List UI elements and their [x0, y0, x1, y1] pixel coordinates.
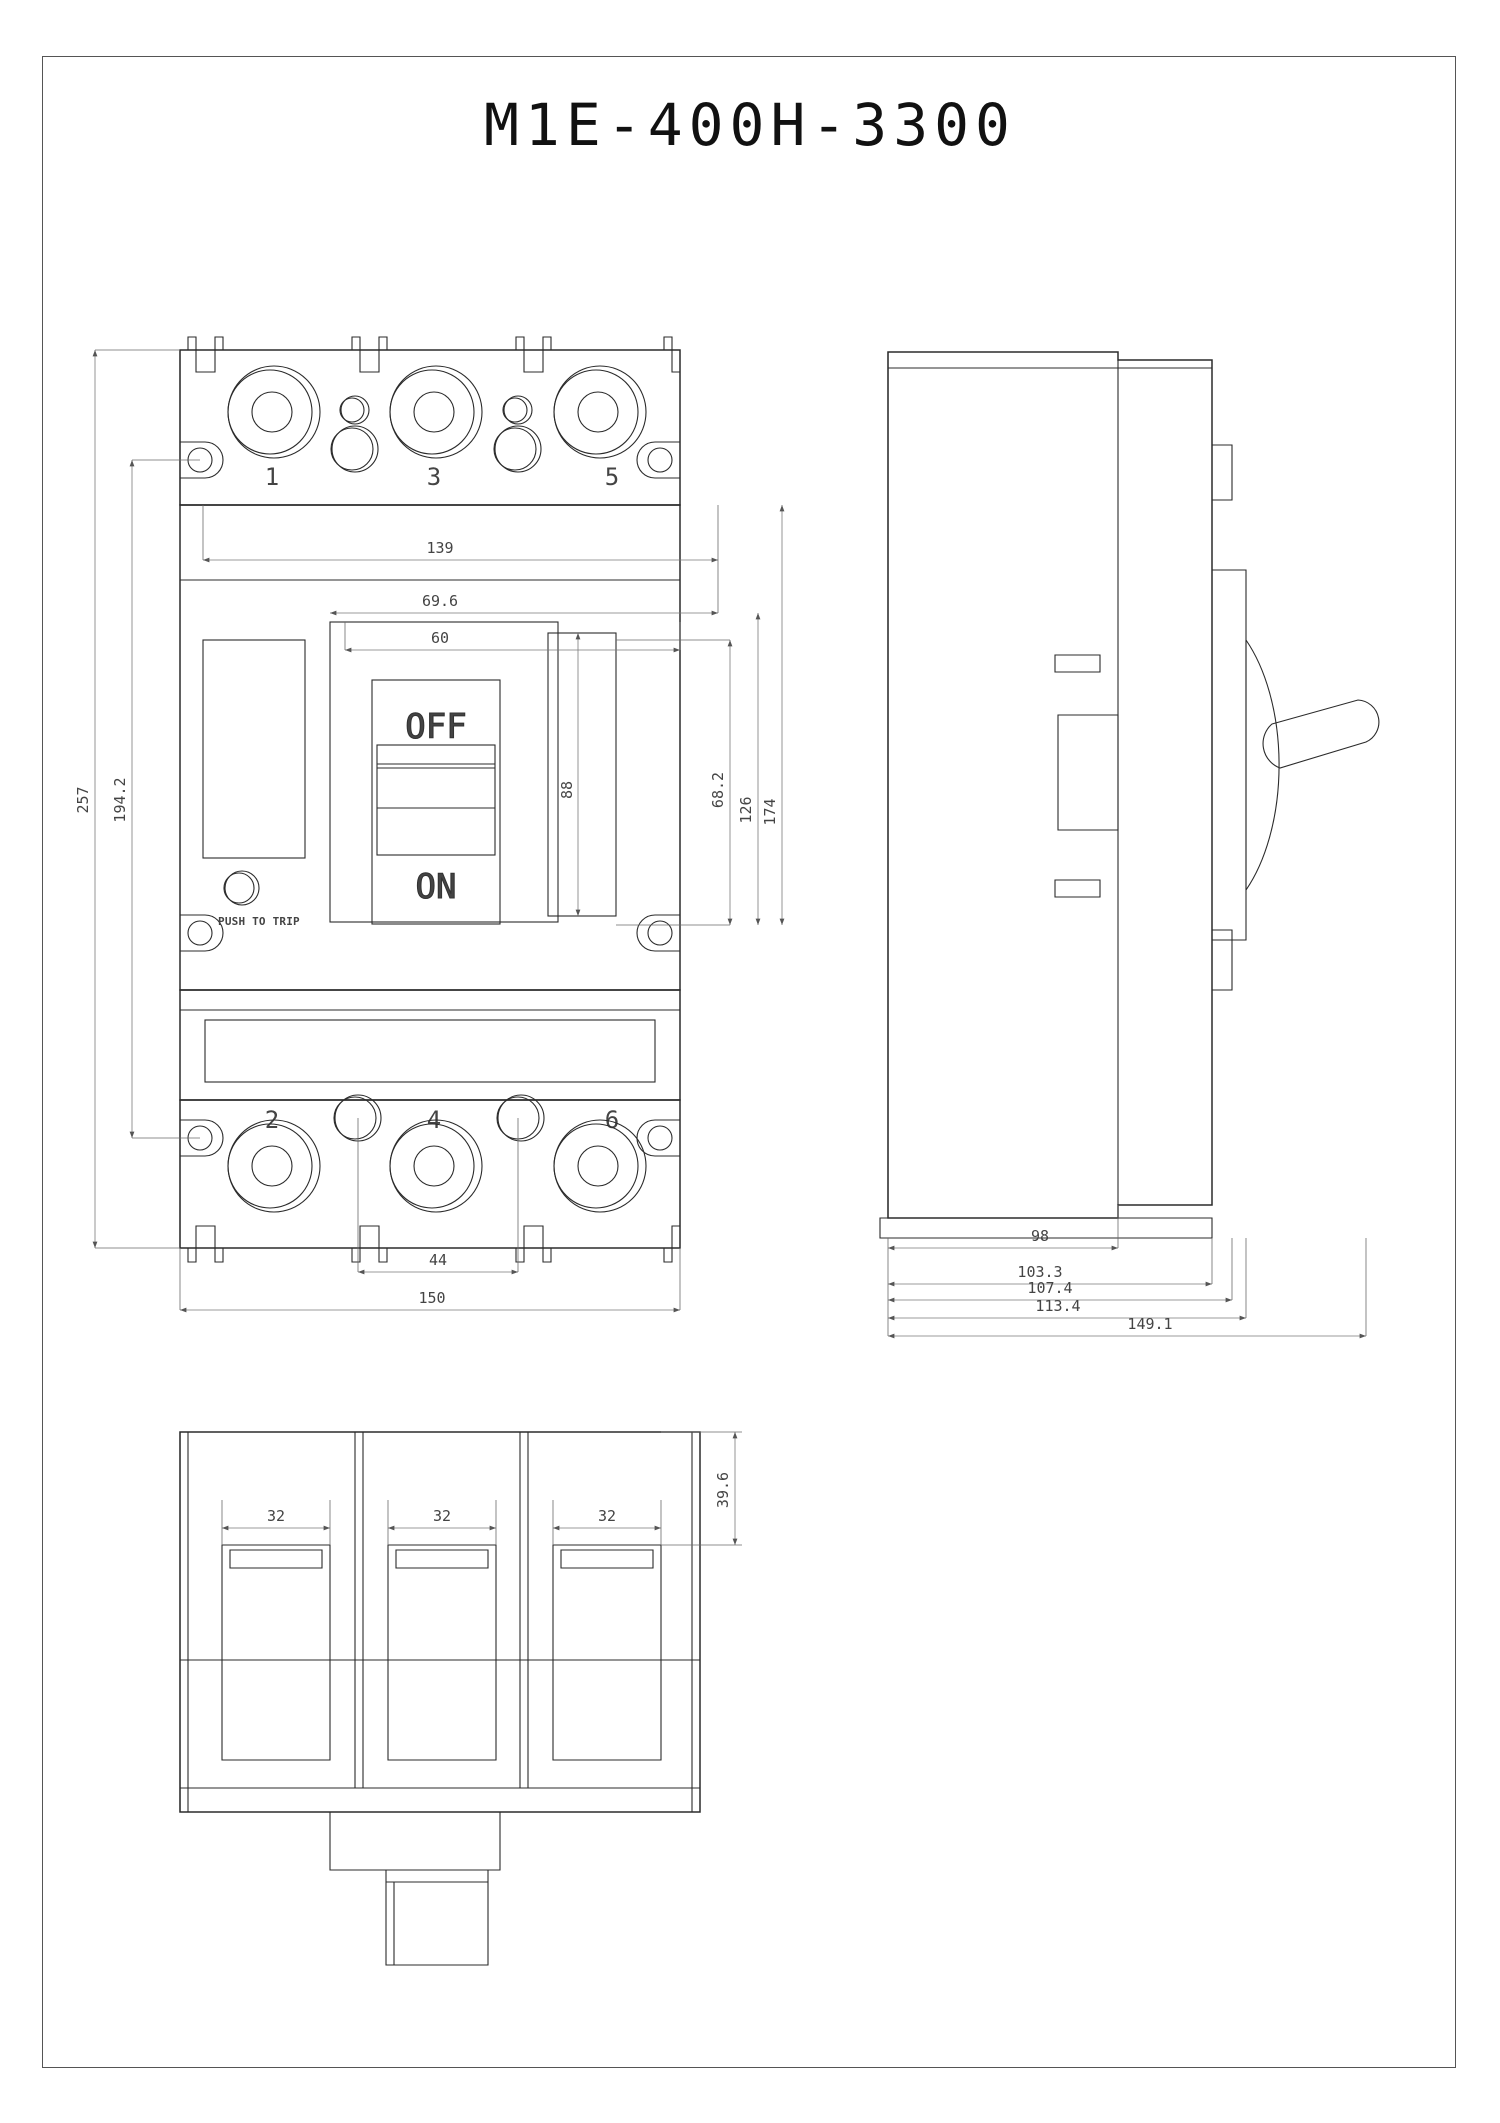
dim-113-4: 113.4 [1035, 1297, 1080, 1315]
terminal-5: 5 [553, 365, 647, 491]
terminal-label-3: 3 [427, 463, 441, 491]
side-view: 98 103.3 107.4 113.4 149.1 [879, 351, 1380, 1339]
dim-60: 60 [431, 629, 449, 647]
dim-150: 150 [418, 1289, 445, 1307]
front-view: 1 3 [74, 336, 785, 1313]
dim-88: 88 [558, 781, 576, 799]
bottom-view-pole-3 [552, 1544, 662, 1761]
dim-44: 44 [429, 1251, 447, 1269]
dim-32-pole2: 32 [433, 1507, 451, 1525]
bottom-terminals: 2 4 6 [227, 1094, 647, 1213]
terminal-4: 4 [389, 1106, 483, 1213]
dim-32-pole1: 32 [267, 1507, 285, 1525]
dim-32-pole3: 32 [598, 1507, 616, 1525]
dim-98: 98 [1031, 1227, 1049, 1245]
terminal-label-1: 1 [265, 463, 279, 491]
dim-257: 257 [74, 786, 92, 813]
toggle-off-label: OFF [405, 707, 466, 747]
front-view-dimensions: 257 194.2 139 69.6 60 [74, 349, 785, 1313]
dim-103-3: 103.3 [1017, 1263, 1062, 1281]
dim-194-2: 194.2 [111, 777, 129, 822]
bottom-view-pole-1 [221, 1544, 331, 1761]
terminal-label-6: 6 [605, 1106, 619, 1134]
dim-149-1: 149.1 [1127, 1315, 1172, 1333]
operating-handle[interactable] [1245, 639, 1380, 891]
terminal-label-5: 5 [605, 463, 619, 491]
dim-39-6: 39.6 [714, 1472, 732, 1508]
bottom-view: 32 32 32 39.6 [179, 1431, 742, 1966]
terminal-1: 1 [227, 365, 321, 491]
drawing-title: M1E-400H-3300 [484, 91, 1016, 159]
toggle-on-label: ON [416, 867, 457, 907]
dim-126: 126 [737, 796, 755, 823]
terminal-2: 2 [227, 1106, 321, 1213]
push-to-trip-label: PUSH TO TRIP [218, 915, 300, 928]
dim-69-6: 69.6 [422, 592, 458, 610]
dim-174: 174 [761, 798, 779, 825]
side-view-dimensions: 98 103.3 107.4 113.4 149.1 [887, 1205, 1367, 1339]
dim-107-4: 107.4 [1027, 1279, 1072, 1297]
on-off-toggle[interactable]: OFF ON [371, 679, 501, 925]
push-to-trip-control[interactable]: PUSH TO TRIP [218, 870, 300, 928]
sheet-border [42, 56, 1456, 2068]
bottom-view-pole-2 [387, 1544, 497, 1761]
dim-68-2: 68.2 [709, 772, 727, 808]
bottom-view-dimensions: 32 32 32 39.6 [221, 1431, 742, 1546]
breaker-body: OFF ON PUSH TO TRIP [179, 504, 681, 1101]
terminal-6: 6 [553, 1106, 647, 1213]
terminal-3: 3 [389, 365, 483, 491]
dim-139: 139 [426, 539, 453, 557]
top-terminals: 1 3 [227, 365, 647, 491]
